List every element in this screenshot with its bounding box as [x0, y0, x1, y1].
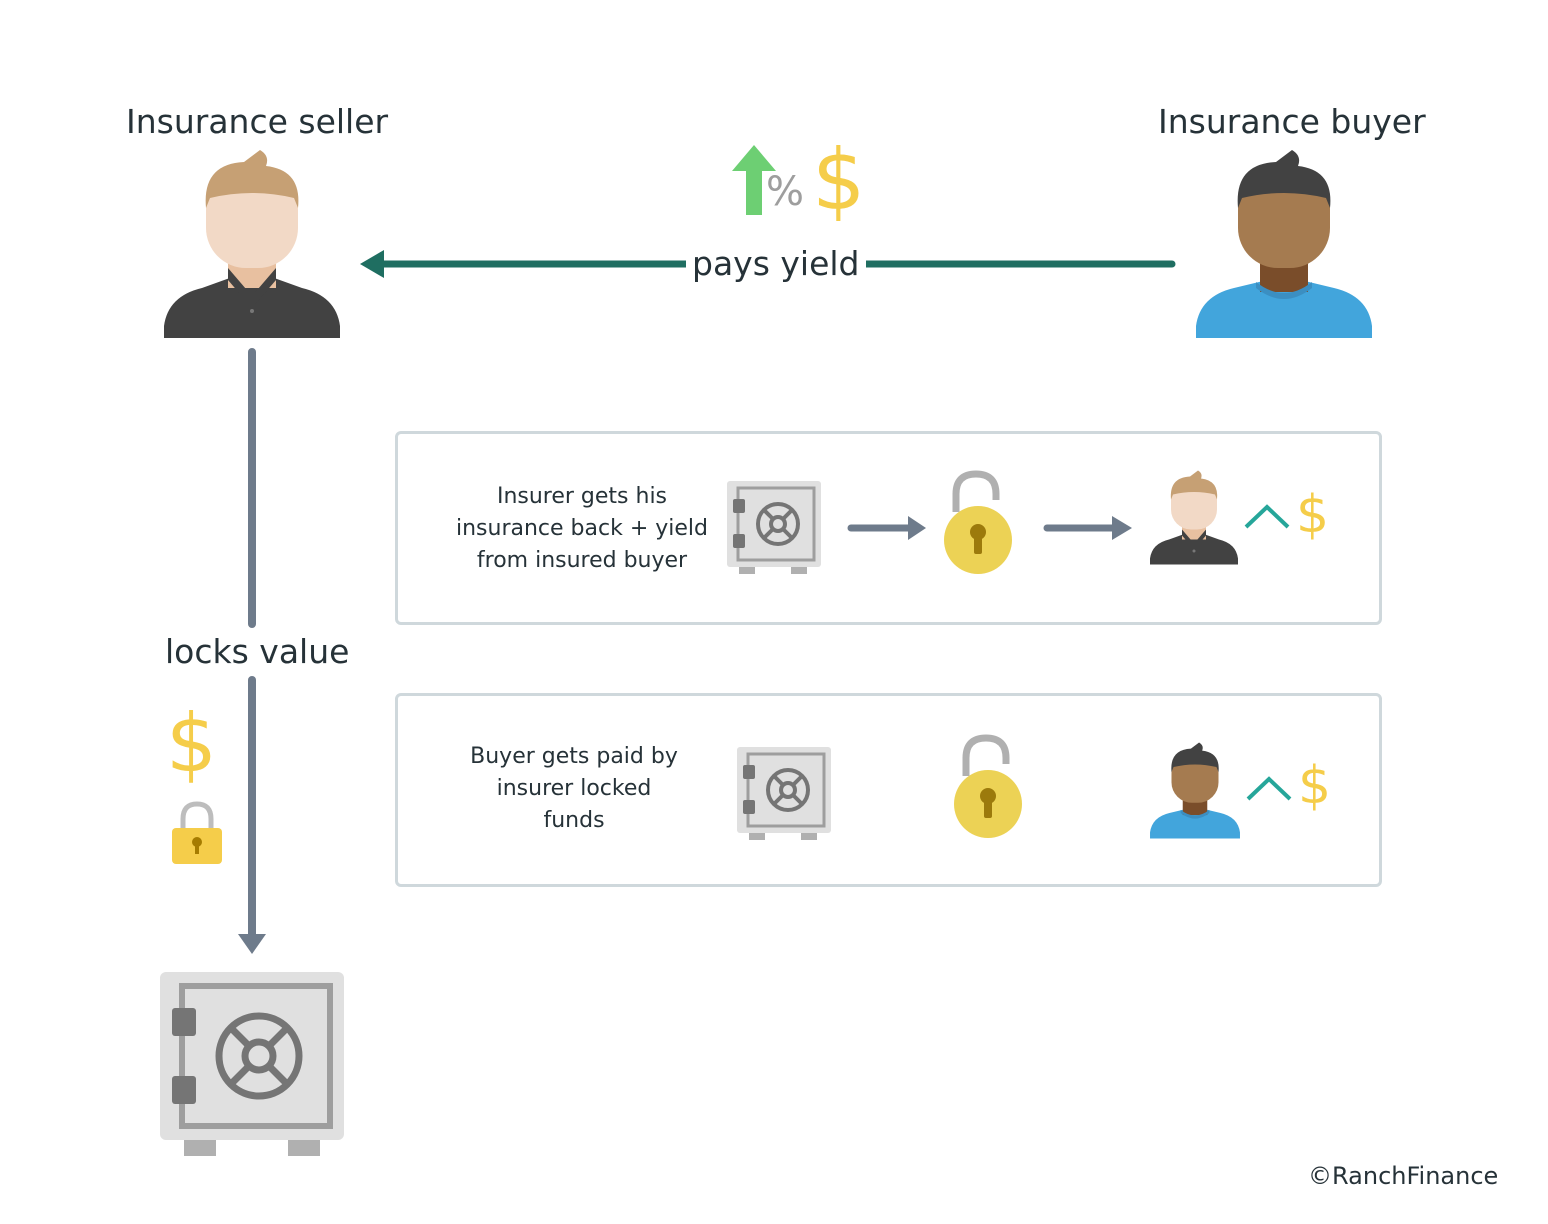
chevron-up-icon — [1246, 776, 1292, 801]
scenario-1-text: Insurer gets his insurance back + yield … — [448, 481, 716, 577]
buyer-avatar-small — [1150, 742, 1240, 839]
scenario-1-line2: insurance back + yield — [455, 516, 708, 541]
scenario-box-insurer — [395, 431, 1382, 625]
seller-avatar — [164, 150, 340, 338]
scenario-1-line1: Insurer gets his — [496, 484, 668, 509]
credit-text: ©RanchFinance — [1308, 1162, 1499, 1190]
up-arrow-icon — [732, 145, 776, 215]
percent-icon: % — [766, 169, 805, 215]
right-arrow-icon — [847, 516, 926, 540]
locks-value-label: locks value — [165, 632, 350, 671]
scenario-2-line2: insurer locked — [496, 776, 652, 801]
scenario-2-text: Buyer gets paid by insurer locked funds — [454, 741, 694, 837]
safe-icon — [727, 481, 821, 574]
safe-icon — [160, 972, 344, 1156]
buyer-title: Insurance buyer — [1158, 102, 1426, 141]
pays-yield-label: pays yield — [686, 244, 866, 283]
right-arrow-icon — [1043, 516, 1132, 540]
scenario-2-line3: funds — [543, 808, 605, 833]
chevron-up-icon — [1244, 504, 1290, 529]
scenario-1-line3: from insured buyer — [476, 548, 688, 573]
unlocked-padlock-icon — [954, 734, 1022, 838]
seller-title: Insurance seller — [126, 102, 389, 141]
safe-icon — [737, 747, 831, 840]
seller-avatar-small — [1150, 470, 1238, 565]
padlock-icon — [172, 801, 222, 864]
dollar-icon: $ — [1296, 485, 1330, 545]
unlocked-padlock-icon — [944, 470, 1012, 574]
scenario-2-line1: Buyer gets paid by — [470, 744, 678, 769]
dollar-icon: $ — [812, 131, 866, 229]
scenario-box-buyer — [395, 693, 1382, 887]
dollar-icon: $ — [166, 697, 217, 790]
buyer-avatar — [1196, 150, 1372, 338]
dollar-icon: $ — [1298, 756, 1332, 816]
